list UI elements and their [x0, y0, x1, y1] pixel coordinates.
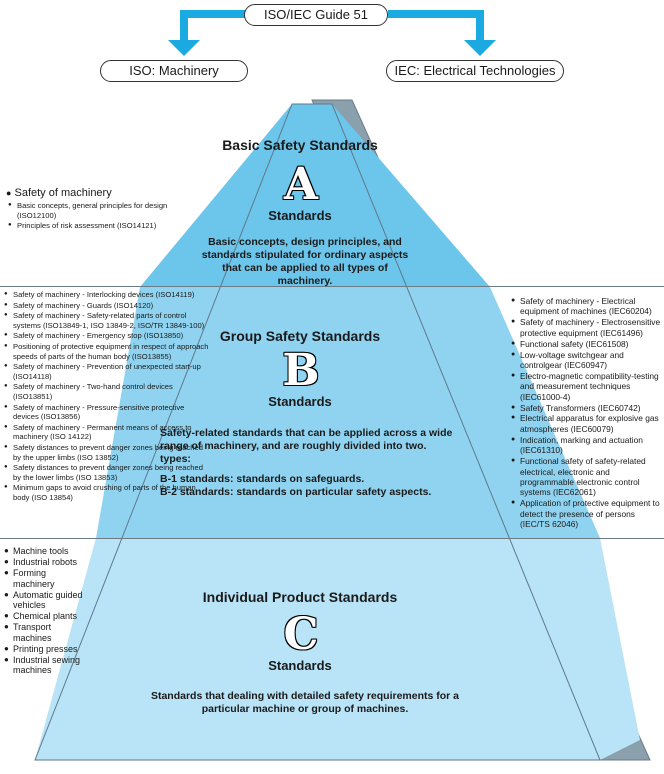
- list-item: Safety Transformers (IEC60742): [511, 403, 661, 414]
- list-item: Machine tools: [4, 546, 90, 557]
- tier-a-title: Basic Safety Standards: [222, 137, 378, 153]
- guide-box: ISO/IEC Guide 51: [244, 4, 388, 26]
- list-item: Chemical plants: [4, 611, 90, 622]
- list-item: Safety of machinery - Interlocking devic…: [4, 290, 210, 300]
- tier-b-title: Group Safety Standards: [219, 328, 381, 344]
- tier-c-word: Standards: [268, 658, 332, 673]
- list-item: Safety of machinery - Permanent means of…: [4, 423, 210, 442]
- tier-b-left-list: Safety of machinery - Interlocking devic…: [4, 290, 210, 503]
- tier-b-letter: B: [282, 345, 320, 396]
- list-item: Safety of machinery - Two-hand control d…: [4, 382, 210, 401]
- list-item: Safety of machinery - Safety-related par…: [4, 311, 210, 330]
- tier-a-left-list: Basic concepts, general principles for d…: [8, 201, 208, 232]
- tier-c-title: Individual Product Standards: [202, 589, 398, 605]
- list-item: Safety of machinery - Electrosensitive p…: [511, 317, 661, 338]
- list-item: Application of protective equipment to d…: [511, 498, 661, 529]
- tier-a-left-heading: ● Safety of machinery: [6, 187, 112, 199]
- list-item: Functional safety of safety-related elec…: [511, 456, 661, 498]
- tier-c-description: Standards that dealing with detailed saf…: [150, 690, 460, 715]
- tier-a-description: Basic concepts, design principles, and s…: [201, 236, 409, 287]
- list-item: Indication, marking and actuation (IEC61…: [511, 435, 661, 456]
- tier-a-word: Standards: [268, 208, 332, 223]
- tier-b-right-list: Safety of machinery - Electrical equipme…: [511, 296, 661, 530]
- list-item: Principles of risk assessment (ISO14121): [8, 221, 208, 231]
- list-item: Basic concepts, general principles for d…: [8, 201, 208, 220]
- tier-separator-bc: [0, 538, 664, 539]
- list-item: Electro-magnetic compatibility-testing a…: [511, 371, 661, 402]
- list-item: Safety of machinery - Prevention of unex…: [4, 362, 210, 381]
- list-item: Functional safety (IEC61508): [511, 339, 661, 350]
- list-item: Positioning of protective equipment in r…: [4, 342, 210, 361]
- list-item: Safety distances to prevent danger zones…: [4, 463, 210, 482]
- tier-a-face: [140, 104, 490, 287]
- tier-c-left-list: Machine tools Industrial robots Forming …: [4, 546, 90, 676]
- tier-c-letter: C: [283, 609, 319, 660]
- list-item: Safety of machinery - Electrical equipme…: [511, 296, 661, 317]
- list-item: Industrial robots: [4, 557, 90, 568]
- tier-separator-ab: [0, 286, 664, 287]
- list-item: Electrical apparatus for explosive gas a…: [511, 413, 661, 434]
- iso-box: ISO: Machinery: [100, 60, 248, 82]
- split-arrow: [168, 10, 496, 56]
- list-item: Forming machinery: [4, 568, 90, 589]
- list-item: Minimum gaps to avoid crushing of parts …: [4, 483, 210, 502]
- tier-b-b2: B-2 standards: standards on particular s…: [160, 486, 432, 498]
- tier-a-letter: A: [283, 159, 319, 210]
- list-item: Safety of machinery - Pressure-sensitive…: [4, 403, 210, 422]
- tier-b-word: Standards: [268, 394, 332, 409]
- tier-b-b1: B-1 standards: standards on safeguards.: [160, 473, 365, 485]
- list-item: Low-voltage switchgear and controlgear (…: [511, 350, 661, 371]
- tier-b-face: [96, 287, 600, 538]
- iec-box: IEC: Electrical Technologies: [386, 60, 564, 82]
- list-item: Industrial sewing machines: [4, 655, 90, 676]
- list-item: Printing presses: [4, 644, 90, 655]
- list-item: Safety distances to prevent danger zones…: [4, 443, 210, 462]
- list-item: Safety of machinery - Emergency stop (IS…: [4, 331, 210, 341]
- tier-c-face: [35, 538, 640, 760]
- list-item: Automatic guided vehicles: [4, 590, 90, 611]
- list-item: Safety of machinery - Guards (ISO14120): [4, 301, 210, 311]
- list-item: Transport machines: [4, 622, 90, 643]
